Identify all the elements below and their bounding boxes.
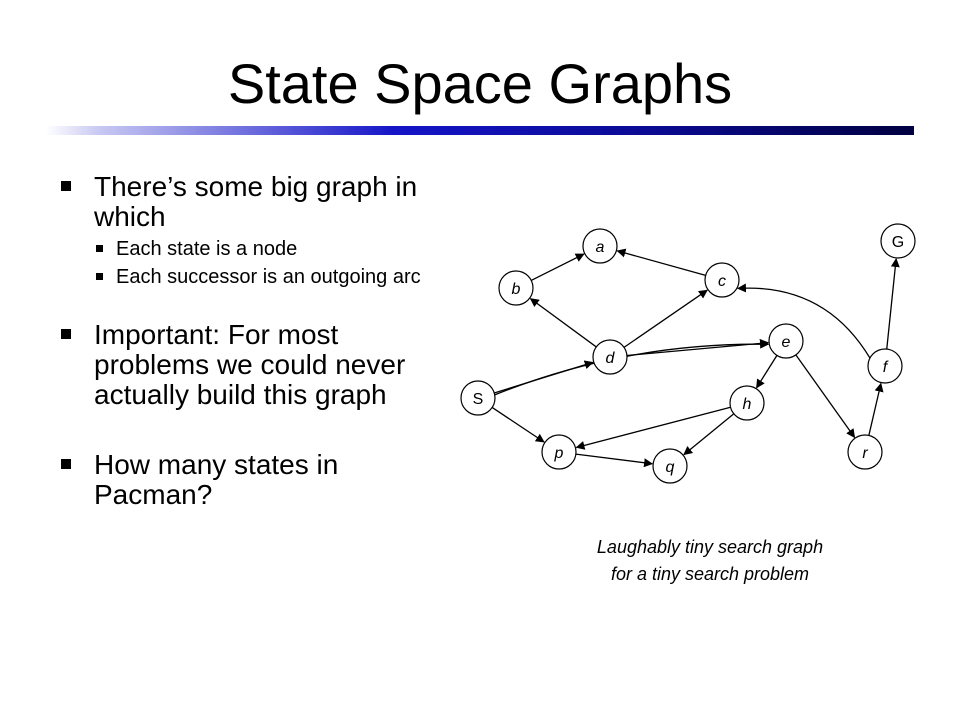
caption-line-1: Laughably tiny search graph xyxy=(596,537,824,557)
graph-caption: Laughably tiny search graph for a tiny s… xyxy=(520,534,900,588)
edge-h-to-q xyxy=(683,413,735,456)
sub-bullet-2: Each successor is an outgoing arc xyxy=(58,266,448,288)
edge-d-to-c xyxy=(623,289,708,348)
node-label-b: b xyxy=(512,281,521,298)
edge-S-to-e xyxy=(494,339,770,396)
edge-h-to-p xyxy=(575,406,731,450)
node-f xyxy=(867,348,903,384)
sub-bullet-2-text: Each successor is an outgoing arc xyxy=(116,266,421,288)
edge-c-to-a xyxy=(616,248,706,277)
title-underline xyxy=(46,126,914,135)
node-a xyxy=(582,228,618,264)
edge-b-to-a xyxy=(530,253,585,281)
square-bullet-icon xyxy=(61,459,71,469)
node-d xyxy=(592,339,628,375)
node-label-G: G xyxy=(892,234,904,251)
sub-bullet-1: Each state is a node xyxy=(58,238,448,260)
node-c xyxy=(704,262,740,298)
edge-S-to-p xyxy=(491,406,545,443)
node-label-c: c xyxy=(718,273,726,290)
node-label-e: e xyxy=(782,334,791,351)
bullet-list: There’s some big graph in which Each sta… xyxy=(58,172,448,510)
edge-e-to-r xyxy=(795,354,856,439)
node-label-S: S xyxy=(473,391,484,408)
node-label-d: d xyxy=(606,350,616,367)
square-bullet-icon xyxy=(61,329,71,339)
node-label-h: h xyxy=(743,396,752,413)
edge-e-to-h xyxy=(756,355,778,389)
node-label-q: q xyxy=(666,459,675,476)
caption-line-2: for a tiny search problem xyxy=(610,564,810,584)
node-p xyxy=(541,434,577,470)
node-b xyxy=(498,270,534,306)
node-label-r: r xyxy=(862,445,868,462)
node-label-f: f xyxy=(883,359,889,376)
edge-f-to-c xyxy=(737,283,871,359)
node-S xyxy=(460,380,496,416)
bullet-2-text: Important: For most problems we could ne… xyxy=(94,319,406,410)
edge-d-to-e xyxy=(626,338,769,357)
edge-d-to-b xyxy=(529,298,597,348)
square-bullet-icon xyxy=(96,245,103,252)
edge-r-to-f xyxy=(868,382,884,436)
node-label-p: p xyxy=(554,445,564,462)
node-r xyxy=(847,434,883,470)
square-bullet-icon xyxy=(96,273,103,280)
square-bullet-icon xyxy=(61,181,71,191)
bullet-3-text: How many states in Pacman? xyxy=(94,449,339,510)
edge-p-to-q xyxy=(575,453,654,468)
node-q xyxy=(652,448,688,484)
edge-f-to-G xyxy=(886,258,900,350)
slide-title: State Space Graphs xyxy=(227,52,733,115)
sub-bullet-1-text: Each state is a node xyxy=(116,238,298,260)
state-space-graph: Sa b c d e f Gh p q r xyxy=(460,223,916,484)
node-label-a: a xyxy=(596,239,605,256)
bullet-1: There’s some big graph in which xyxy=(58,172,448,232)
bullet-1-text: There’s some big graph in which xyxy=(94,171,418,232)
node-G xyxy=(880,223,916,259)
node-e xyxy=(768,323,804,359)
node-h xyxy=(729,385,765,421)
bullet-3: How many states in Pacman? xyxy=(58,450,448,510)
bullet-2: Important: For most problems we could ne… xyxy=(58,320,448,410)
